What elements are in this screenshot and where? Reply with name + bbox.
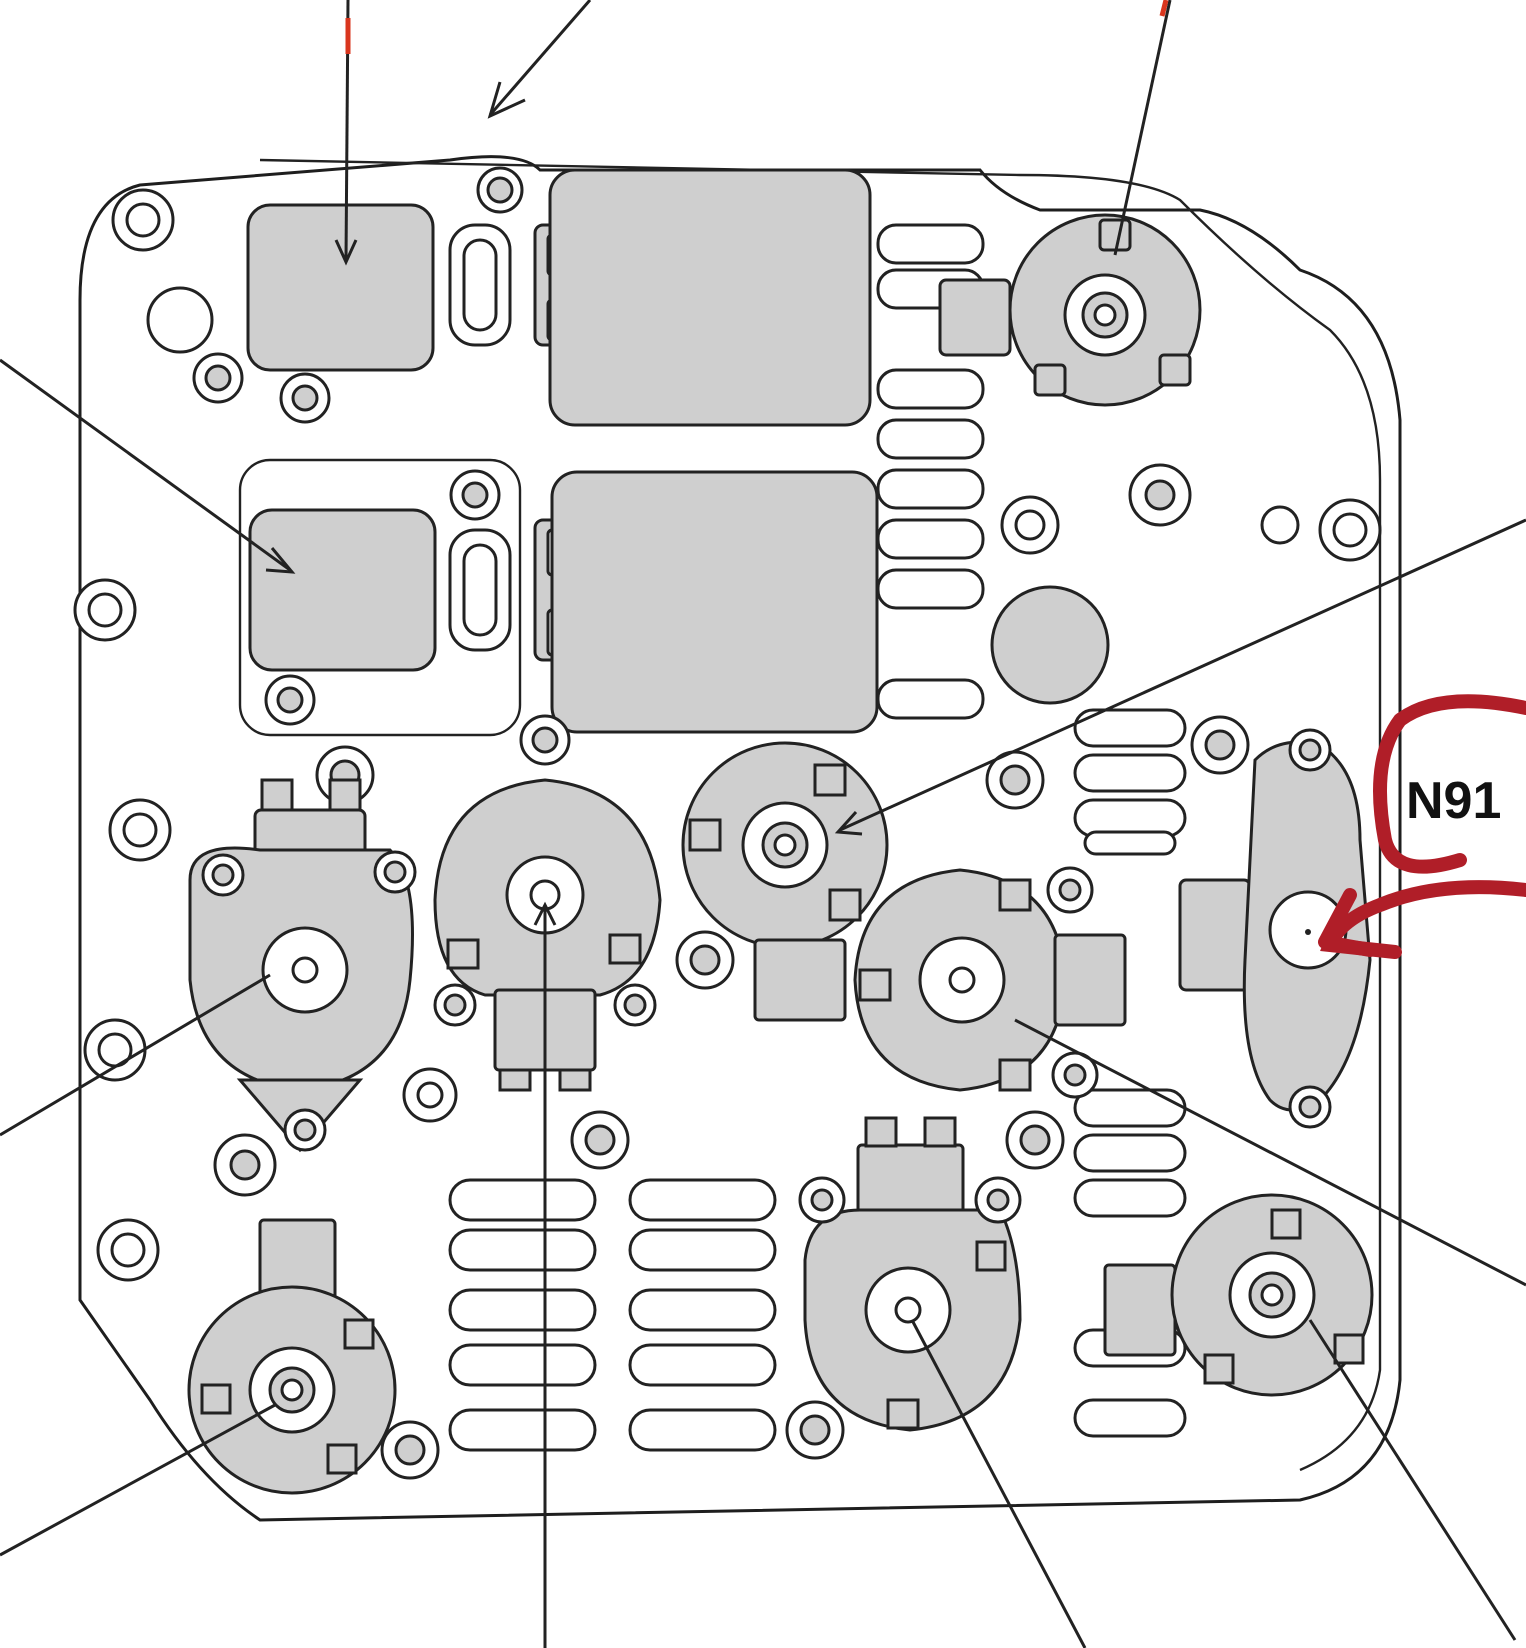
valve-body-outline (78, 155, 1402, 1522)
n91-label: N91 (1406, 772, 1501, 830)
middle-left-solenoid (238, 458, 879, 737)
bottom-left-solenoid (187, 1218, 397, 1495)
center-right-solenoid (853, 866, 1127, 1099)
n91-callout: N91 (1318, 694, 1526, 959)
center-left-solenoid (433, 714, 662, 1092)
mounting-holes (73, 188, 1382, 1282)
left-middle-solenoid (188, 778, 417, 1153)
top-right-solenoid (938, 213, 1202, 407)
spring-stack-bottom-center (448, 1178, 777, 1452)
n91-callout-arrowhead (1318, 888, 1377, 957)
top-left-solenoid (246, 168, 872, 427)
leader-tips (345, 0, 1169, 54)
torx-screws (192, 166, 1250, 1480)
bottom-center-solenoid (798, 1116, 1022, 1432)
bottom-right-solenoid (1103, 1193, 1374, 1397)
center-small-solenoid (990, 585, 1110, 705)
center-upper-solenoid (681, 741, 889, 1022)
spring-stack-upper (876, 223, 985, 720)
